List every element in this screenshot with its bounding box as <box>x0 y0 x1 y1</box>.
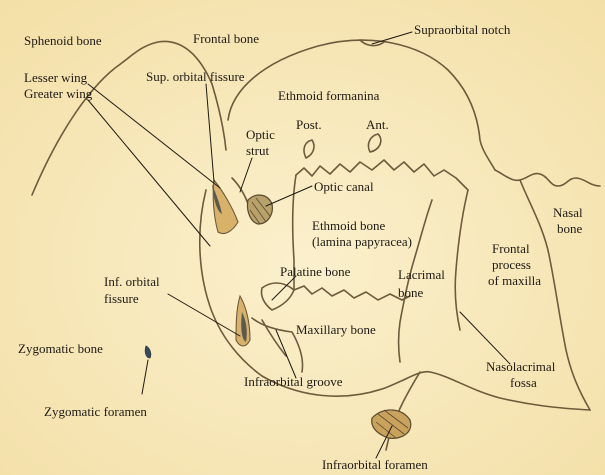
label-maxillary-bone: Maxillary bone <box>296 322 376 337</box>
label-nasal-bone-line1: Nasal <box>553 205 583 220</box>
label-optic-strut-line1: Optic <box>246 127 275 142</box>
label-lacrimal-bone-line2: bone <box>398 285 423 300</box>
label-inf-orbital-fissure-line1: Inf. orbital <box>104 274 160 289</box>
label-frontal-bone: Frontal bone <box>193 31 259 46</box>
label-nasal-bone-line2: bone <box>557 221 582 236</box>
label-frontal-process-line3: of maxilla <box>488 273 541 288</box>
label-inf-orbital-fissure-line2: fissure <box>104 291 139 306</box>
label-ethmoid-bone-line2: (lamina papyracea) <box>312 234 412 249</box>
label-palatine-bone: Palatine bone <box>280 264 350 279</box>
label-optic-strut-line2: strut <box>246 143 269 158</box>
label-lesser-wing: Lesser wing <box>24 70 87 85</box>
label-frontal-process-line1: Frontal <box>492 241 530 256</box>
label-sphenoid-bone: Sphenoid bone <box>24 33 102 48</box>
label-sup-orbital-fissure: Sup. orbital fissure <box>146 69 245 84</box>
label-zygomatic-bone: Zygomatic bone <box>18 341 103 356</box>
label-zygomatic-foramen: Zygomatic foramen <box>44 404 147 419</box>
label-infraorbital-foramen: Infraorbital foramen <box>322 457 428 472</box>
label-ethmoid-bone-line1: Ethmoid bone <box>312 218 385 233</box>
label-nasolacrimal-fossa-line2: fossa <box>510 375 537 390</box>
label-infraorbital-groove: Infraorbital groove <box>244 374 343 389</box>
label-ethmoid-foramina: Ethmoid formanina <box>278 88 379 103</box>
label-lacrimal-bone-line1: Lacrimal <box>398 267 445 282</box>
label-supraorbital-notch: Supraorbital notch <box>414 22 510 37</box>
label-optic-canal: Optic canal <box>314 179 374 194</box>
label-post: Post. <box>296 117 322 132</box>
label-nasolacrimal-fossa-line1: Nasolacrimal <box>486 359 555 374</box>
label-frontal-process-line2: process <box>492 257 531 272</box>
label-ant: Ant. <box>366 117 389 132</box>
label-greater-wing: Greater wing <box>24 86 92 101</box>
optic-canal-shape <box>247 195 272 224</box>
